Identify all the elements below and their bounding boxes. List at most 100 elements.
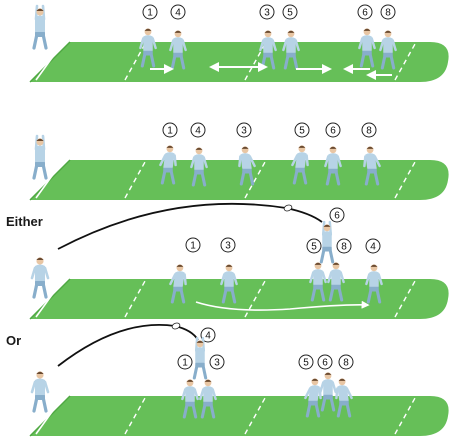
player-shorts (203, 400, 213, 407)
player-torso (313, 269, 323, 285)
player-number: 3 (209, 354, 225, 370)
throw-arc (57, 202, 323, 250)
player-hair (36, 371, 44, 374)
pitch-4 (29, 395, 449, 437)
thrower (32, 4, 48, 50)
number-text: 1 (147, 8, 153, 19)
player-shorts (185, 400, 195, 407)
player-shorts (224, 285, 234, 292)
player-number: 1 (162, 122, 178, 138)
player-shorts (35, 394, 45, 400)
player-torso (143, 35, 153, 51)
player-hair (338, 378, 346, 381)
player-5 (304, 378, 322, 418)
player-hair (324, 372, 332, 375)
player-number: 5 (298, 354, 314, 370)
player-arms (335, 387, 353, 400)
player-shorts (35, 161, 45, 167)
player-arms (30, 380, 50, 394)
dashed-line (244, 280, 266, 318)
number-circle (294, 122, 310, 138)
player-hair (166, 145, 174, 148)
rugby-ball (283, 204, 293, 212)
or-label: Or (6, 333, 22, 348)
player-arms (238, 155, 256, 168)
player-number: 8 (380, 4, 396, 20)
player-number: 1 (142, 4, 158, 20)
player-number: 1 (177, 354, 193, 370)
player-hair (332, 262, 340, 265)
number-text: 4 (195, 126, 201, 137)
number-text: 4 (370, 242, 376, 253)
player-torso (195, 347, 205, 363)
player-torso (224, 271, 234, 287)
player-torso (263, 37, 273, 53)
player-8 (379, 30, 397, 70)
number-text: 3 (241, 126, 247, 137)
player-number: 6 (317, 354, 333, 370)
number-text: 8 (343, 358, 349, 369)
player-4 (365, 264, 383, 304)
player-shorts (331, 283, 341, 290)
number-text: 5 (311, 242, 317, 253)
player-torso (331, 269, 341, 285)
player-number: 3 (220, 237, 236, 253)
player-hair (196, 340, 204, 343)
player-torso (383, 37, 393, 53)
number-text: 5 (303, 358, 309, 369)
number-circle (380, 4, 396, 20)
player-hair (311, 378, 319, 381)
player-hair (174, 30, 182, 33)
number-text: 1 (167, 126, 173, 137)
player-torso (323, 379, 333, 395)
dashed-line (124, 161, 146, 199)
number-circle (336, 238, 352, 254)
player-hair (186, 379, 194, 382)
player-arms (159, 154, 177, 167)
lifter-1 (181, 379, 199, 419)
pitch-edge (29, 159, 71, 201)
number-circle (142, 4, 158, 20)
player-number: 6 (357, 4, 373, 20)
player-5 (291, 145, 309, 185)
number-circle (200, 327, 216, 343)
player-arms (190, 156, 208, 169)
player-number: 8 (338, 354, 354, 370)
number-text: 6 (322, 358, 328, 369)
player-arms (199, 388, 217, 401)
number-text: 6 (334, 211, 340, 222)
player-1 (139, 28, 157, 68)
player-torso (185, 386, 195, 402)
throw-arc (57, 323, 199, 367)
number-text: 3 (225, 241, 231, 252)
player-number: 4 (190, 122, 206, 138)
number-text: 3 (214, 358, 220, 369)
number-circle (282, 4, 298, 20)
player-torso (369, 271, 379, 287)
thrower (32, 134, 48, 180)
player-shorts (173, 51, 183, 58)
dashed-line (394, 280, 416, 318)
player-6 (319, 372, 337, 412)
dashed-line (124, 397, 146, 435)
player-torso (35, 264, 45, 281)
player-number: 3 (236, 122, 252, 138)
dashed-line (244, 161, 266, 199)
player-torso (194, 154, 204, 170)
player-hair (329, 146, 337, 149)
player-hair (363, 28, 371, 31)
number-circle (177, 354, 193, 370)
player-arms (259, 39, 277, 52)
player-arms (319, 381, 337, 394)
number-circle (325, 122, 341, 138)
player-6 (358, 28, 376, 68)
dashed-line (244, 397, 266, 435)
player-8 (363, 146, 381, 186)
player-8 (335, 378, 353, 418)
either-label: Either (6, 214, 43, 229)
player-arms (181, 388, 199, 401)
player-shorts (163, 166, 173, 173)
player-4 (190, 147, 208, 187)
player-number: 6 (329, 207, 345, 223)
player-hair (287, 30, 295, 33)
